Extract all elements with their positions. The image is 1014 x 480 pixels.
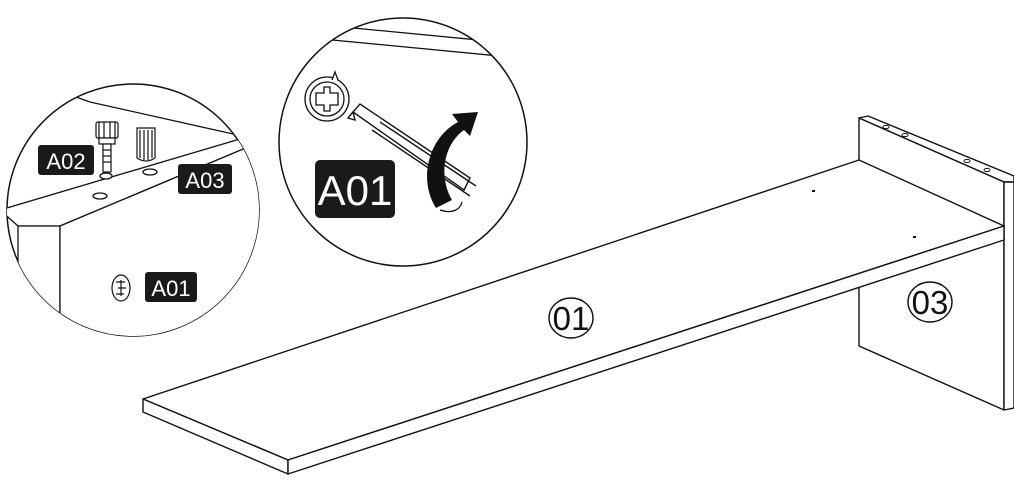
tag-a03: A03 [178, 164, 232, 194]
tag-a01-right: A01 [315, 160, 395, 218]
tag-a01-right-text: A01 [318, 167, 393, 214]
wooden-dowel-icon [136, 127, 156, 162]
part-label-03-text: 03 [912, 284, 949, 321]
cam-bolt-icon [95, 121, 119, 173]
part-label-03: 03 [907, 281, 953, 323]
tag-a03-text: A03 [185, 168, 224, 193]
tag-a02: A02 [38, 145, 94, 175]
part-label-01: 01 [548, 297, 594, 339]
side-panel-holes [882, 124, 991, 173]
cam-lock-icon [111, 274, 131, 302]
detail-circle-left: A02 A03 A01 [6, 83, 260, 337]
tag-a02-text: A02 [46, 149, 85, 174]
cam-lock-icon [304, 70, 350, 122]
clockwise-arrow-icon [427, 112, 478, 213]
tag-a01-left: A01 [145, 272, 197, 302]
tag-a01-left-text: A01 [151, 276, 190, 301]
detail-circle-right: A01 [278, 17, 528, 267]
part-label-01-text: 01 [553, 300, 590, 337]
